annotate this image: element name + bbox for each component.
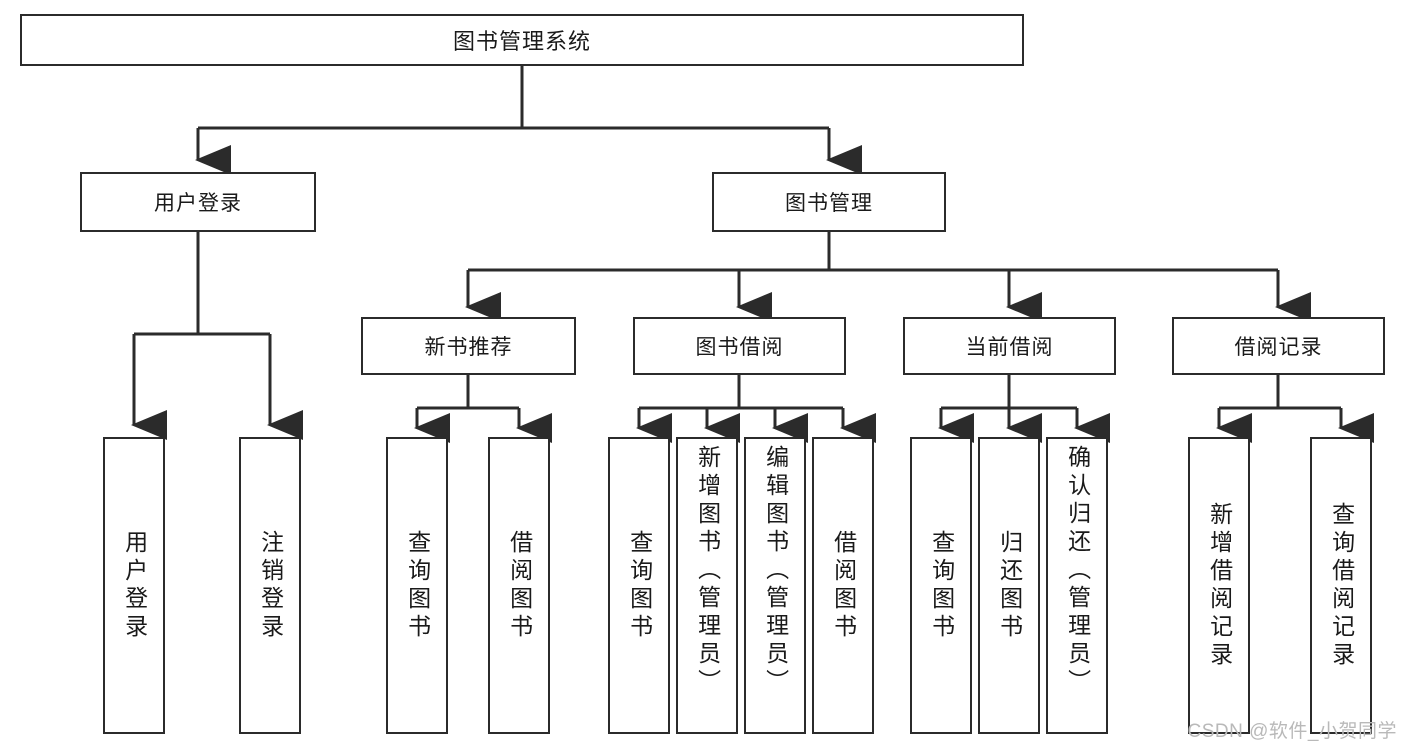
node-leaf-borrow-book-1[interactable]: 借阅图书 bbox=[488, 437, 550, 734]
node-leaf-confirm-return[interactable]: 确认归还（管理员） bbox=[1046, 437, 1108, 734]
node-label: 查询图书 bbox=[928, 529, 955, 642]
node-user-login[interactable]: 用户登录 bbox=[80, 172, 316, 232]
node-leaf-borrow-book-2[interactable]: 借阅图书 bbox=[812, 437, 874, 734]
node-root-system[interactable]: 图书管理系统 bbox=[20, 14, 1024, 66]
node-label: 借阅图书 bbox=[506, 529, 533, 642]
node-label: 新增图书（管理员） bbox=[694, 445, 721, 697]
node-leaf-add-record[interactable]: 新增借阅记录 bbox=[1188, 437, 1250, 734]
node-label: 查询借阅记录 bbox=[1328, 501, 1355, 670]
node-label: 查询图书 bbox=[626, 529, 653, 642]
node-label: 注销登录 bbox=[257, 529, 284, 642]
node-leaf-add-book[interactable]: 新增图书（管理员） bbox=[676, 437, 738, 734]
node-label: 编辑图书（管理员） bbox=[762, 445, 789, 697]
node-current-borrow[interactable]: 当前借阅 bbox=[903, 317, 1116, 375]
node-leaf-return-book[interactable]: 归还图书 bbox=[978, 437, 1040, 734]
node-leaf-query-book-3[interactable]: 查询图书 bbox=[910, 437, 972, 734]
node-leaf-user-login[interactable]: 用户登录 bbox=[103, 437, 165, 734]
node-leaf-query-book-2[interactable]: 查询图书 bbox=[608, 437, 670, 734]
node-label: 新增借阅记录 bbox=[1206, 501, 1233, 670]
node-leaf-query-book-1[interactable]: 查询图书 bbox=[386, 437, 448, 734]
node-label: 确认归还（管理员） bbox=[1064, 445, 1091, 697]
node-label: 查询图书 bbox=[404, 529, 431, 642]
node-leaf-query-record[interactable]: 查询借阅记录 bbox=[1310, 437, 1372, 734]
node-label: 图书管理 bbox=[785, 192, 873, 215]
node-book-manage[interactable]: 图书管理 bbox=[712, 172, 946, 232]
node-book-borrow[interactable]: 图书借阅 bbox=[633, 317, 846, 375]
node-label: 归还图书 bbox=[996, 529, 1023, 642]
node-label: 当前借阅 bbox=[965, 336, 1054, 359]
node-label: 用户登录 bbox=[121, 529, 148, 642]
node-borrow-record[interactable]: 借阅记录 bbox=[1172, 317, 1385, 375]
node-leaf-logout-login[interactable]: 注销登录 bbox=[239, 437, 301, 734]
node-leaf-edit-book[interactable]: 编辑图书（管理员） bbox=[744, 437, 806, 734]
watermark-text: CSDN @软件_小贺同学 bbox=[1187, 721, 1397, 742]
node-label: 借阅记录 bbox=[1234, 336, 1323, 359]
node-label: 图书借阅 bbox=[695, 336, 784, 359]
node-new-book-recommend[interactable]: 新书推荐 bbox=[361, 317, 576, 375]
node-label: 新书推荐 bbox=[424, 336, 513, 359]
node-label: 图书管理系统 bbox=[452, 29, 591, 54]
node-label: 借阅图书 bbox=[830, 529, 857, 642]
node-label: 用户登录 bbox=[154, 192, 242, 215]
